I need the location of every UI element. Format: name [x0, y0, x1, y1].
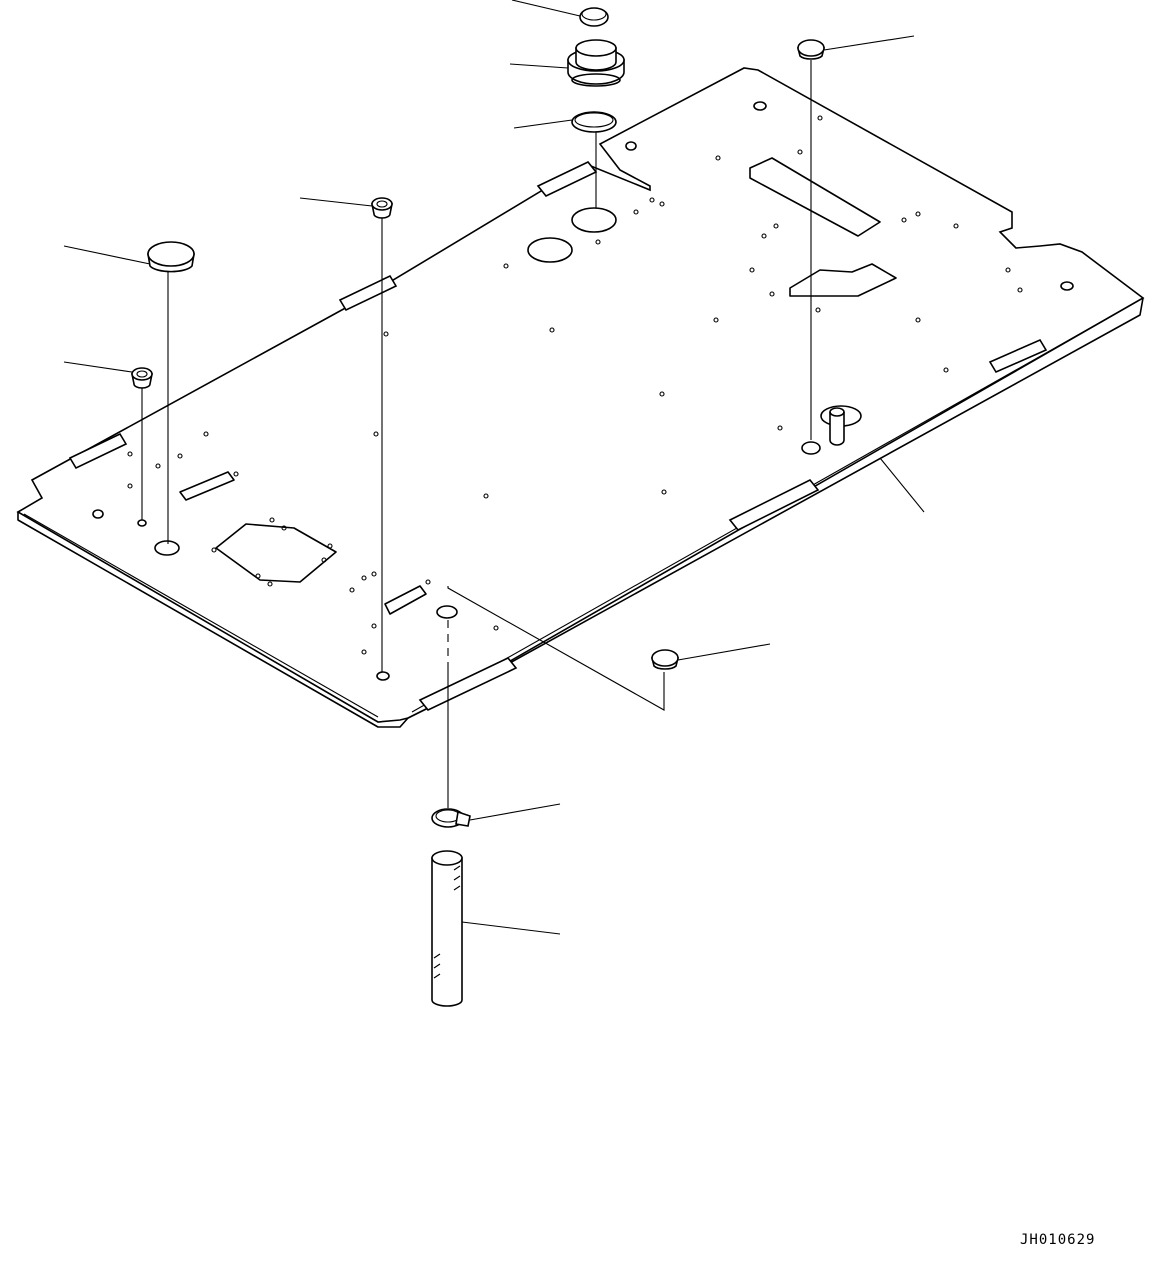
- large-plug: [64, 242, 194, 544]
- o-ring: [514, 112, 616, 208]
- grommet: [510, 40, 624, 86]
- hose-clamp: [432, 620, 560, 827]
- floor-plate: [18, 68, 1143, 727]
- drain-hose: [432, 851, 560, 1006]
- small-bushing: [64, 362, 152, 520]
- plug-cap: [798, 36, 914, 440]
- rubber-plug: [448, 586, 770, 710]
- floor-plate-leader: [880, 458, 924, 512]
- retaining-ring: [512, 0, 608, 26]
- drawing-reference-code: JH010629: [1020, 1232, 1096, 1248]
- bushing: [300, 198, 392, 672]
